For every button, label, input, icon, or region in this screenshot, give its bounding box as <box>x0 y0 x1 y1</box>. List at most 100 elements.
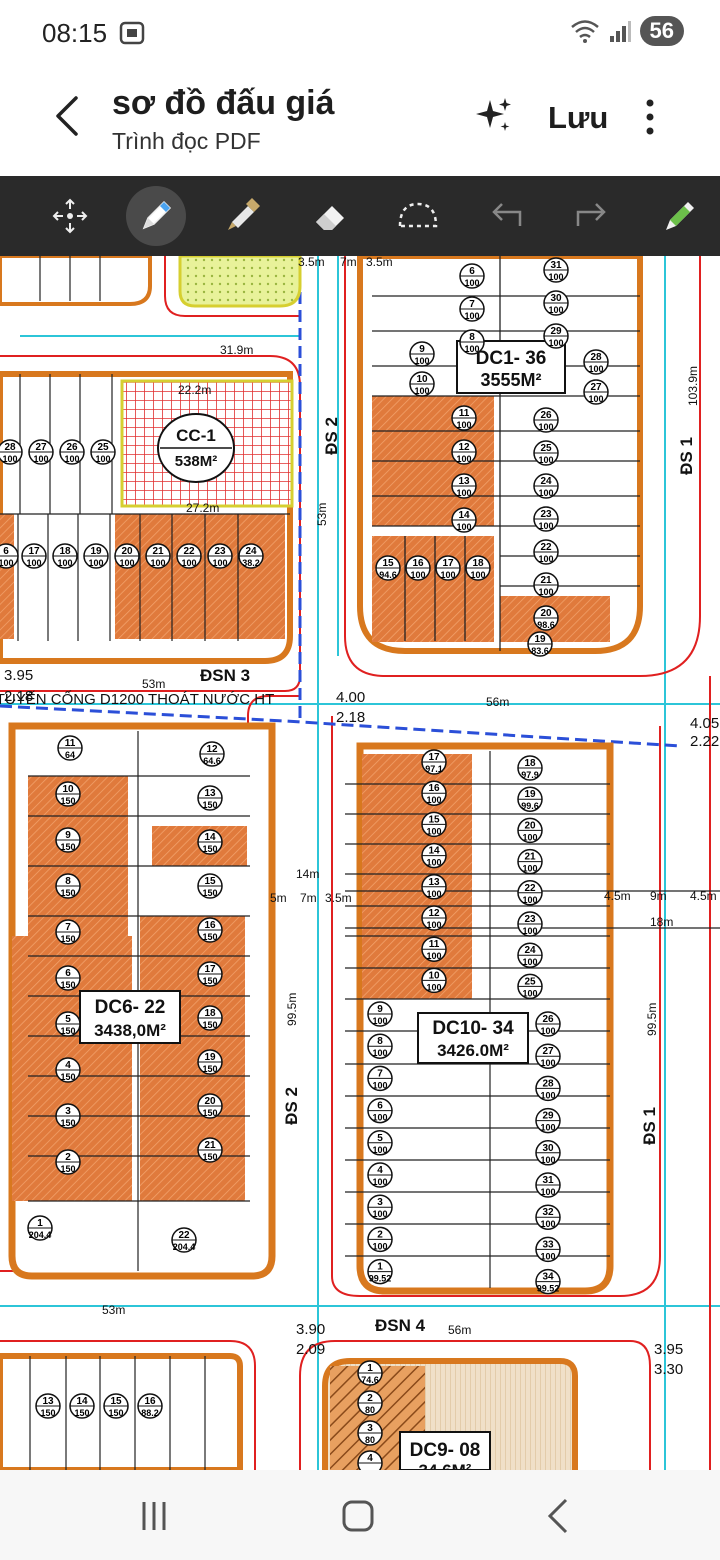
plot-area: 100 <box>440 570 455 580</box>
pen-settings-icon[interactable] <box>650 186 710 246</box>
plot-number: 25 <box>540 443 552 454</box>
road-dsn4: ĐSN 4 <box>375 1316 426 1335</box>
plot-number: 18 <box>204 1008 216 1019</box>
plot-area: 100 <box>2 454 17 464</box>
plot-number: 23 <box>540 509 552 520</box>
dc6-area: 3438,0M² <box>94 1021 166 1040</box>
plot-area: 150 <box>60 1164 75 1174</box>
plot-number: 27 <box>35 442 47 453</box>
back-nav-icon[interactable] <box>536 1492 584 1540</box>
plot-area: 150 <box>202 932 217 942</box>
plot-number: 6 <box>377 1101 383 1112</box>
svg-text:4.5m: 4.5m <box>690 889 717 903</box>
svg-text:53m: 53m <box>315 503 329 526</box>
dc10-area: 3426.0M² <box>437 1041 509 1060</box>
highlighter-tool-icon[interactable] <box>212 186 272 246</box>
plot-number: 5 <box>377 1133 383 1144</box>
green-area <box>178 256 302 308</box>
svg-text:3.30: 3.30 <box>654 1361 683 1378</box>
eraser-tool-icon[interactable] <box>300 186 360 246</box>
plot-marker: 4 <box>357 1450 383 1470</box>
plot-area: 100 <box>540 1219 555 1229</box>
pdf-page-map[interactable]: DC1- 36 3555M² CC-1 538M² DC6- 22 3438,0… <box>0 256 720 1470</box>
plot-area: 100 <box>150 558 165 568</box>
annotation-toolbar <box>0 176 720 256</box>
plot-number: 21 <box>204 1140 216 1151</box>
plot-number: 16 <box>428 783 440 794</box>
plot-area: 150 <box>60 796 75 806</box>
plot-area: 150 <box>202 844 217 854</box>
plot-marker: 174.6 <box>357 1360 383 1386</box>
plot-area: 100 <box>456 420 471 430</box>
plot-area: 150 <box>202 888 217 898</box>
plot-area: 100 <box>540 1123 555 1133</box>
road-ds1-top: ĐS 1 <box>677 437 696 475</box>
lasso-tool-icon[interactable] <box>388 186 448 246</box>
plot-area: 100 <box>372 1048 387 1058</box>
recent-apps-icon[interactable] <box>132 1492 180 1540</box>
plot-area: 100 <box>588 394 603 404</box>
plot-number: 23 <box>524 914 536 925</box>
road-ds1-bottom: ĐS 1 <box>640 1107 659 1145</box>
ai-sparkle-icon[interactable] <box>474 96 514 136</box>
plot-area: 100 <box>426 795 441 805</box>
home-icon[interactable] <box>334 1492 382 1540</box>
plot-number: 26 <box>540 410 552 421</box>
plot-area: 100 <box>0 558 14 568</box>
plot-area: 150 <box>60 1118 75 1128</box>
redo-icon[interactable] <box>562 186 622 246</box>
plot-area: 100 <box>538 422 553 432</box>
save-button[interactable]: Lưu <box>548 100 609 135</box>
plot-area: 150 <box>40 1408 55 1418</box>
plot-number: 22 <box>178 1230 190 1241</box>
svg-text:14m: 14m <box>296 867 319 881</box>
undo-icon[interactable] <box>476 186 536 246</box>
plot-area: 100 <box>414 356 429 366</box>
plot-number: 24 <box>540 476 552 487</box>
pen-tool-icon[interactable] <box>126 186 186 246</box>
elevation-labels: 3.95 2.18 4.00 2.18 4.05 2.22 3.90 2.09 … <box>4 667 719 1378</box>
plot-area: 100 <box>538 554 553 564</box>
svg-text:53m: 53m <box>142 677 165 691</box>
more-icon[interactable] <box>638 96 662 138</box>
back-icon[interactable] <box>50 94 84 138</box>
plot-area: 100 <box>464 344 479 354</box>
plot-number: 21 <box>524 852 536 863</box>
select-tool-icon[interactable] <box>40 186 100 246</box>
svg-text:99.5m: 99.5m <box>645 1003 659 1036</box>
system-nav-bar <box>0 1470 720 1560</box>
plot-area: 100 <box>26 558 41 568</box>
plot-area: 100 <box>540 1251 555 1261</box>
plot-number: 4 <box>377 1165 383 1176</box>
svg-text:4.05: 4.05 <box>690 715 719 732</box>
plot-number: 16 <box>144 1396 156 1407</box>
plot-number: 11 <box>65 738 76 749</box>
plot-area: 74.6 <box>361 1375 379 1385</box>
svg-text:2.18: 2.18 <box>336 709 365 726</box>
plot-area: 100 <box>456 454 471 464</box>
plot-number: 13 <box>458 476 470 487</box>
plot-area: 100 <box>33 454 48 464</box>
plot-area: 150 <box>74 1408 89 1418</box>
plot-area: 100 <box>470 570 485 580</box>
